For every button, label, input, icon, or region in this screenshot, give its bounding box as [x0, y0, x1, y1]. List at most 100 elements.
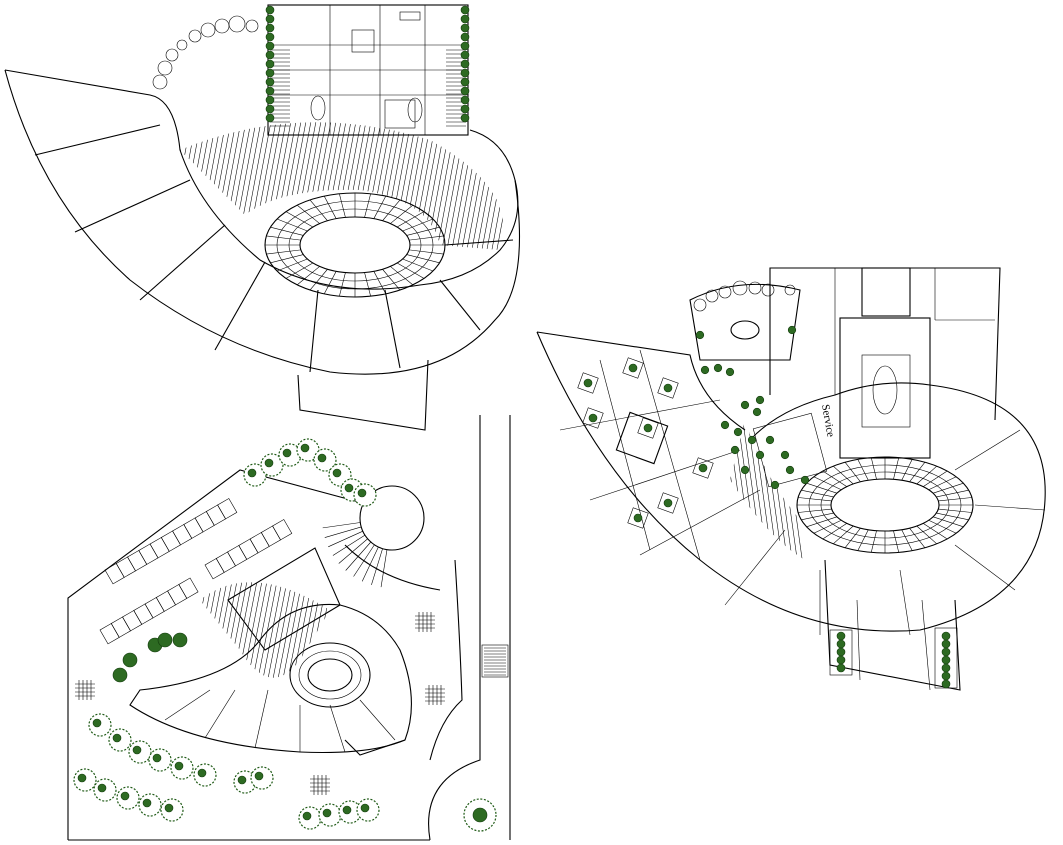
tree-dark [112, 667, 128, 683]
hatch-line [799, 420, 805, 560]
planter-square [622, 357, 644, 379]
seating-tick [406, 226, 440, 236]
parking-bay [144, 597, 165, 619]
seating-tick [285, 262, 314, 279]
plan-right: Service [265, 5, 1046, 691]
planter-square [627, 507, 649, 529]
garden-circle [165, 48, 179, 62]
parking-bay [149, 537, 170, 559]
hatch-line [160, 540, 195, 720]
tree [460, 32, 470, 42]
hatch-line [454, 122, 486, 250]
hatch-line [474, 122, 504, 250]
shrub [700, 365, 710, 375]
seating-tick [936, 489, 969, 498]
seating-tick [938, 497, 972, 502]
seating-tick [270, 226, 304, 236]
garden-circle [214, 18, 230, 34]
seating-tick [901, 459, 913, 481]
tree-core [360, 803, 370, 813]
seating-tick [296, 266, 320, 286]
tree-core [302, 811, 312, 821]
hatch-line [200, 582, 211, 678]
tree-core [264, 458, 274, 468]
hatch-line [730, 420, 756, 560]
hatch-line [309, 122, 341, 250]
seating-tick [402, 218, 434, 232]
hatch-line [324, 122, 356, 250]
parking-bay [238, 538, 259, 560]
seating-tick [402, 258, 434, 272]
seating-tick [323, 195, 337, 219]
hatch-line [754, 420, 781, 560]
seating-tick [798, 508, 832, 513]
hatch-line [224, 122, 256, 250]
seating-tick [833, 525, 854, 545]
hatch-line [394, 122, 426, 250]
seating-tick [916, 525, 937, 545]
garden-court [689, 280, 828, 490]
garden-circle [188, 29, 202, 43]
tree-core [472, 807, 488, 823]
hatch-line [204, 122, 236, 250]
hatch-line [414, 122, 446, 250]
hatch-line [359, 122, 391, 250]
hatch-line [130, 100, 160, 260]
step-line [361, 546, 379, 582]
hatch-line [269, 582, 306, 678]
garden-circle [228, 15, 246, 33]
seating-tick [382, 199, 401, 221]
tree-core [237, 775, 247, 785]
garden-circle [245, 19, 259, 33]
shrub [733, 427, 743, 437]
step-line [371, 548, 383, 585]
site-trees [73, 438, 497, 832]
hatch-line [254, 582, 291, 678]
garden-circle [761, 283, 775, 297]
seating-tick [276, 218, 308, 232]
hatch-line [319, 582, 330, 678]
hatch-line [469, 122, 501, 250]
seating-tick [390, 204, 414, 224]
hatch-line [294, 122, 326, 250]
hatch-line [494, 122, 504, 250]
hatch-line [239, 122, 271, 250]
hatch-line [449, 122, 481, 250]
step-line [322, 522, 361, 529]
tree [460, 23, 470, 33]
parking-bay [260, 525, 281, 547]
tree [265, 113, 275, 123]
hatch-line [329, 122, 361, 250]
hatch-line [444, 122, 476, 250]
tree-core [247, 468, 257, 478]
spiral-wings [4, 69, 521, 431]
parking-bay [99, 623, 120, 645]
hatch-line [180, 122, 196, 250]
seating-tick [339, 193, 346, 218]
seating-tick [928, 476, 957, 490]
hatch-line [135, 100, 165, 260]
seating-tick [893, 457, 900, 480]
tree [460, 50, 470, 60]
hatch-line [404, 122, 436, 250]
tree [265, 68, 275, 78]
tree [265, 86, 275, 96]
seating-tick [936, 512, 969, 521]
tree-core [197, 768, 207, 778]
hatch-line [150, 540, 185, 720]
seating-tick [923, 523, 948, 540]
tree [460, 86, 470, 96]
seating-tick [382, 269, 401, 291]
planter-trees [265, 5, 958, 689]
hatch-line [344, 122, 376, 250]
shrub [695, 330, 705, 340]
hatch-line [339, 122, 371, 250]
tree-core [77, 773, 87, 783]
tree [460, 59, 470, 69]
hatch-line [749, 420, 776, 560]
seating-tick [309, 199, 328, 221]
planter-tree [628, 363, 638, 373]
hatch-line [304, 122, 336, 250]
shrub [740, 465, 750, 475]
planter-square [692, 457, 714, 479]
